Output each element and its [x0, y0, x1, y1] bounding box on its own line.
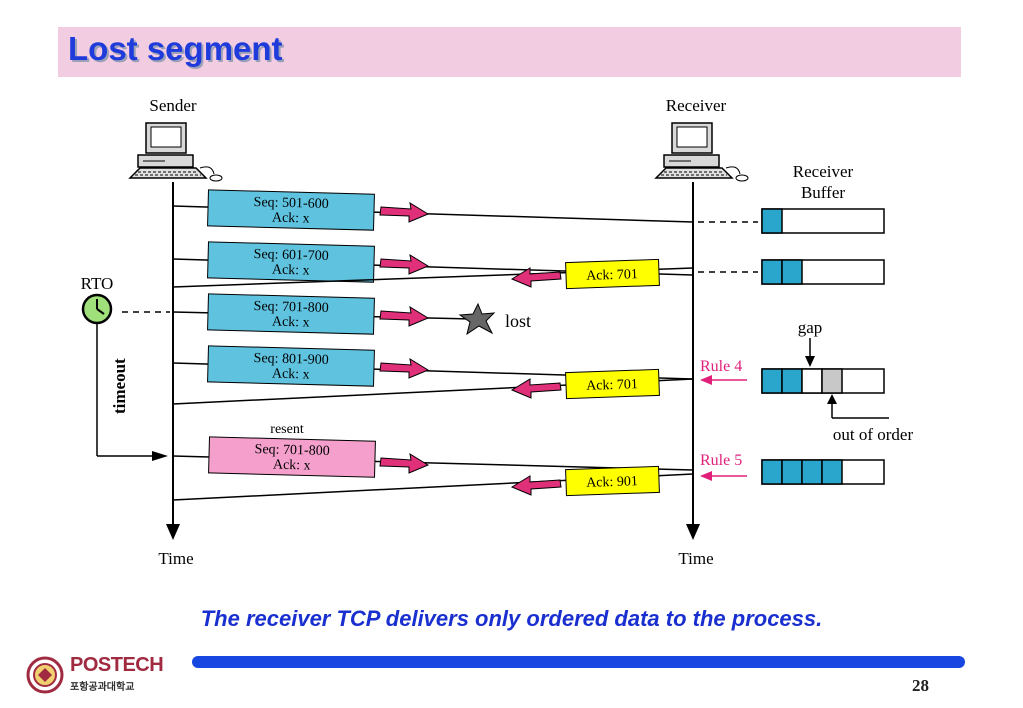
ack-1-label: Ack: 701	[586, 267, 638, 284]
segment-5-ack: Ack: x	[273, 458, 311, 474]
pink-arrow-icon	[510, 378, 562, 399]
segment-3-seq: Seq: 701-800	[253, 299, 328, 316]
sender-computer-icon	[128, 122, 223, 182]
slide-caption: The receiver TCP delivers only ordered d…	[200, 606, 823, 631]
timeout-label: timeout	[110, 358, 129, 414]
ack-2-label: Ack: 701	[586, 377, 638, 394]
segment-2-seq: Seq: 601-700	[253, 247, 328, 264]
lost-star-icon	[458, 302, 496, 336]
receiver-buffer-4	[761, 459, 885, 485]
pink-arrow-icon	[379, 358, 430, 379]
rule5-label: Rule 5	[700, 452, 742, 469]
gap-label: gap	[798, 318, 823, 337]
segment-box-resent: Seq: 701-800 Ack: x	[208, 436, 376, 478]
segment-1-ack: Ack: x	[272, 211, 310, 227]
out-of-order-label: out of order	[833, 425, 914, 444]
ack-3-label: Ack: 901	[586, 474, 638, 491]
segment-box-3: Seq: 701-800 Ack: x	[207, 293, 375, 335]
segment-box-1: Seq: 501-600 Ack: x	[207, 189, 375, 231]
ack-box-3: Ack: 901	[565, 465, 660, 497]
sender-timeline-arrow	[166, 524, 180, 540]
resent-label: resent	[270, 422, 304, 437]
receiver-timeline-arrow	[686, 524, 700, 540]
receiver-buffer-1	[761, 208, 885, 234]
pink-arrow-icon	[379, 306, 430, 327]
segment-4-ack: Ack: x	[272, 367, 310, 383]
sender-label: Sender	[149, 96, 197, 115]
segment-1-seq: Seq: 501-600	[253, 195, 328, 212]
pink-arrow-icon	[510, 267, 562, 288]
logo-name: POSTECH	[70, 654, 164, 676]
segment-box-4: Seq: 801-900 Ack: x	[207, 345, 375, 387]
buffer-label-line1: Receiver	[793, 162, 854, 181]
segment-4-seq: Seq: 801-900	[253, 351, 328, 368]
page-number: 28	[912, 676, 929, 695]
receiver-label: Receiver	[666, 96, 727, 115]
time-label-left: Time	[158, 549, 193, 568]
pink-arrow-icon	[379, 453, 430, 474]
ack-box-1: Ack: 701	[565, 258, 660, 290]
rto-label: RTO	[81, 274, 114, 293]
slide-title: Lost segment	[68, 30, 283, 67]
segment-5-seq: Seq: 701-800	[254, 442, 329, 459]
rule4-label: Rule 4	[700, 358, 742, 375]
receiver-buffer-2	[761, 259, 885, 285]
pink-arrow-icon	[379, 202, 430, 223]
lost-label: lost	[505, 311, 531, 331]
postech-logo-icon	[26, 656, 64, 694]
pink-arrow-icon	[510, 475, 562, 496]
logo-subtitle: 포항공과대학교	[70, 682, 135, 693]
segment-3-ack: Ack: x	[272, 315, 310, 331]
title-bar	[58, 27, 961, 77]
segment-box-2: Seq: 601-700 Ack: x	[207, 241, 375, 283]
pink-arrow-icon	[379, 254, 430, 275]
buffer-label-line2: Buffer	[801, 183, 845, 202]
time-label-right: Time	[678, 549, 713, 568]
ack-box-2: Ack: 701	[565, 368, 660, 400]
receiver-computer-icon	[654, 122, 749, 182]
segment-2-ack: Ack: x	[272, 263, 310, 279]
footer-bar	[192, 656, 965, 668]
receiver-buffer-3	[761, 368, 885, 394]
